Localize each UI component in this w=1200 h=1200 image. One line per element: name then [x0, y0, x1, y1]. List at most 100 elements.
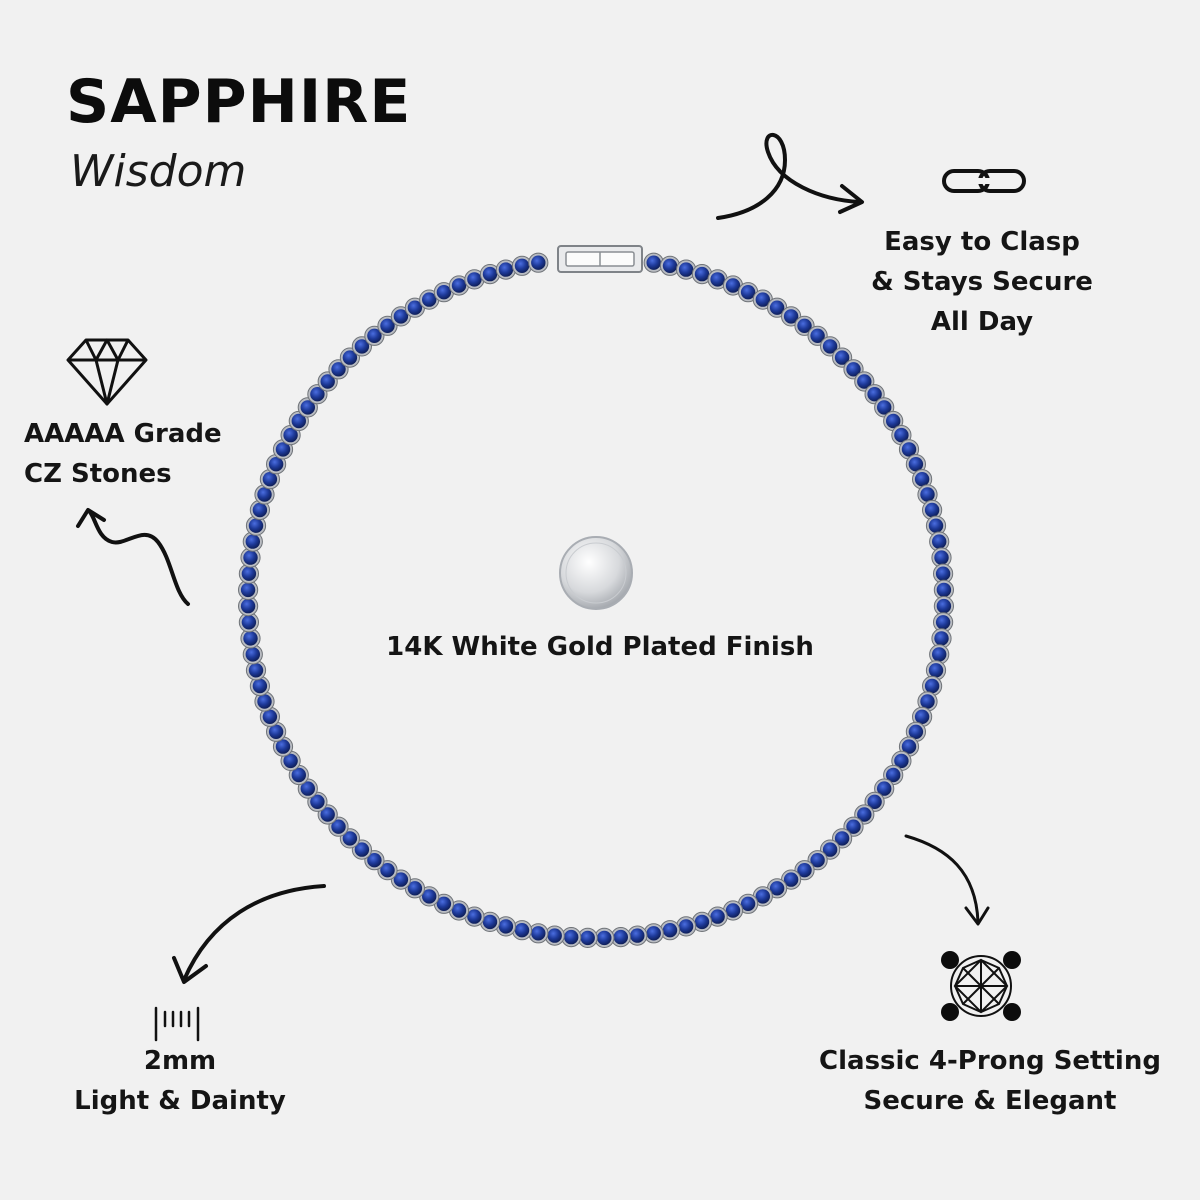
sapphire-stone [257, 487, 272, 502]
silver-finish-swatch [559, 536, 633, 610]
sapphire-stone [846, 819, 861, 834]
bracelet-clasp [557, 245, 643, 273]
diamond-icon [66, 338, 148, 406]
sapphire-stone [367, 853, 382, 868]
sapphire-stone [243, 631, 258, 646]
sapphire-stone [797, 318, 812, 333]
sapphire-stone [710, 272, 725, 287]
sapphire-stone [783, 309, 799, 324]
setting-line-2: Secure & Elegant [863, 1086, 1117, 1116]
sapphire-stone [886, 413, 901, 429]
clasp-line-1: Easy to Clasp [884, 227, 1080, 257]
width-line-1: 2mm [143, 1046, 217, 1076]
sapphire-stone [291, 413, 306, 429]
bracelet-stone-ring [238, 252, 955, 949]
sapphire-stone [240, 598, 256, 614]
sapphire-stone [914, 709, 930, 724]
sapphire-stone [857, 807, 872, 822]
sapphire-stone [755, 889, 770, 904]
sapphire-stone [514, 258, 530, 273]
sapphire-stone [283, 427, 298, 443]
sapphire-stone [245, 534, 260, 549]
sapphire-stone [877, 781, 892, 796]
sapphire-stone [300, 400, 315, 415]
sapphire-stone [920, 694, 935, 709]
sapphire-stone [241, 566, 257, 581]
sapphire-stone [275, 442, 291, 457]
sapphire-stone [630, 928, 645, 943]
sapphire-stone [354, 842, 370, 857]
sapphire-stone [252, 502, 268, 518]
setting-feature-text: Classic 4-Prong Setting Secure & Elegant [810, 1041, 1170, 1121]
sapphire-stone [451, 278, 467, 293]
sapphire-stone [894, 427, 909, 443]
clasp-feature-text: Easy to Clasp & Stays Secure All Day [860, 222, 1104, 342]
sapphire-stone [407, 300, 423, 315]
sapphire-stone [245, 647, 260, 662]
sapphire-stone [769, 300, 785, 315]
sapphire-stone [257, 694, 272, 709]
sapphire-stone [810, 853, 825, 868]
sapphire-stone [646, 926, 661, 941]
sapphire-stone [932, 647, 947, 662]
sapphire-stone [928, 663, 944, 678]
sapphire-stone [740, 896, 756, 911]
sapphire-stone [436, 285, 452, 300]
sapphire-stone [646, 255, 661, 270]
sapphire-stone [834, 831, 850, 846]
product-subtitle: Wisdom [70, 146, 247, 197]
sapphire-stone [380, 318, 395, 333]
sapphire-stone [531, 255, 546, 270]
sapphire-stone [268, 457, 284, 472]
arrow-to-stones-icon [76, 508, 190, 606]
sapphire-stone [901, 442, 917, 457]
sapphire-stone [320, 374, 335, 389]
sapphire-stone [275, 739, 291, 754]
sapphire-stone [243, 550, 258, 565]
sapphire-stone [268, 724, 284, 739]
sapphire-stone [740, 285, 756, 300]
sapphire-stone [822, 339, 838, 354]
sapphire-stone [248, 663, 264, 678]
sapphire-stone [422, 292, 437, 307]
sapphire-stone [310, 387, 325, 402]
sapphire-stone [834, 350, 850, 365]
sapphire-stone [354, 339, 370, 354]
sapphire-stone [694, 914, 710, 930]
sapphire-stone [498, 262, 514, 277]
sapphire-stone [710, 909, 725, 924]
arrow-to-width-icon [172, 884, 326, 984]
sapphire-stone [547, 928, 562, 943]
width-feature-text: 2mm Light & Dainty [60, 1041, 300, 1121]
sapphire-stone [262, 709, 278, 724]
sapphire-stone [240, 582, 256, 598]
sapphire-stone [894, 753, 909, 769]
sapphire-stone [769, 881, 785, 896]
sapphire-stone [725, 278, 741, 293]
sapphire-stone [331, 819, 346, 834]
sapphire-stone [936, 598, 952, 614]
stones-line-1: AAAAA Grade [24, 419, 222, 449]
sapphire-stone [380, 863, 395, 878]
sapphire-stone [810, 328, 825, 343]
sapphire-stone [320, 807, 335, 822]
finish-label: 14K White Gold Plated Finish [386, 632, 814, 662]
sapphire-stone [580, 930, 595, 946]
sapphire-stone [613, 929, 628, 945]
sapphire-stone [908, 724, 924, 739]
sapphire-stone [934, 550, 949, 565]
sapphire-stone [482, 914, 498, 930]
sapphire-stone [564, 929, 579, 945]
sapphire-stone [797, 863, 812, 878]
sapphire-stone [857, 374, 872, 389]
clasp-line-3: All Day [930, 307, 1034, 337]
sapphire-stone [934, 631, 949, 646]
sapphire-stone [393, 872, 409, 887]
sapphire-stone [422, 889, 437, 904]
sapphire-stone [367, 328, 382, 343]
sapphire-stone [262, 472, 278, 487]
sapphire-stone [867, 794, 882, 809]
sapphire-stone [436, 896, 452, 911]
sapphire-stone [678, 262, 694, 277]
